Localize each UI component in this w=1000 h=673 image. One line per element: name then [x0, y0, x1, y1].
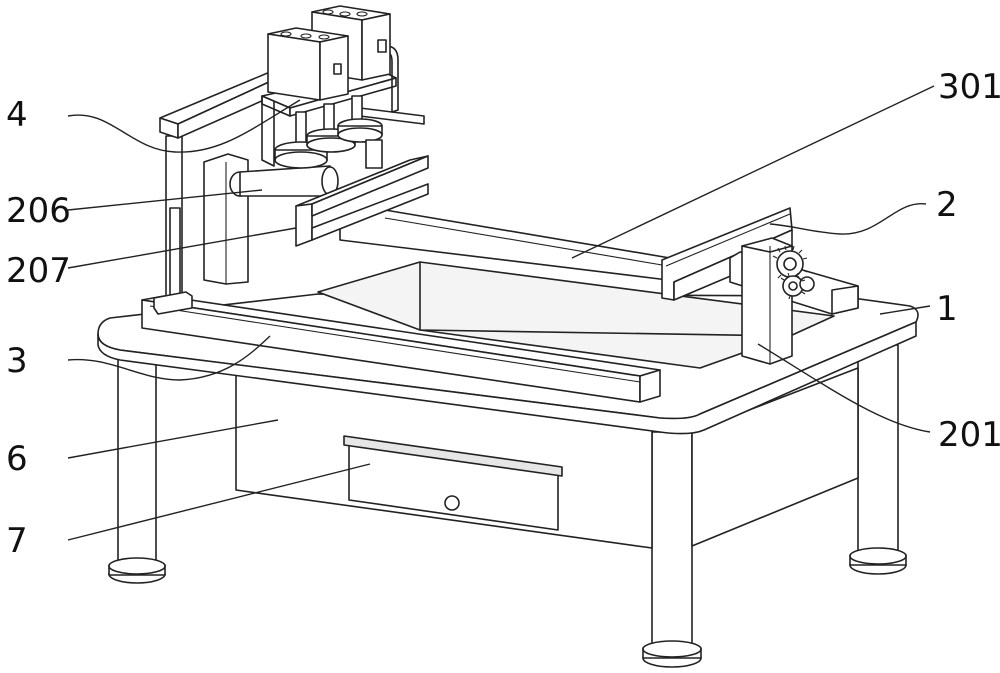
cutter-disc-3	[338, 96, 382, 168]
label-1: 1	[936, 289, 958, 329]
label-4: 4	[6, 95, 28, 135]
cutting-head-assembly	[262, 6, 424, 168]
label-301: 301	[938, 67, 1000, 107]
label-206: 206	[6, 191, 71, 231]
label-2: 2	[936, 185, 958, 225]
label-3: 3	[6, 341, 28, 381]
leader-2	[770, 204, 926, 234]
drawer-knob	[445, 496, 459, 510]
label-201: 201	[938, 415, 1000, 455]
leg-front-left	[109, 345, 165, 583]
sliding-sleeve	[204, 154, 338, 284]
label-6: 6	[6, 439, 28, 479]
slide-groove-rail	[340, 210, 670, 280]
label-7: 7	[6, 521, 28, 561]
motor-box-front	[268, 28, 348, 100]
label-207: 207	[6, 251, 71, 291]
